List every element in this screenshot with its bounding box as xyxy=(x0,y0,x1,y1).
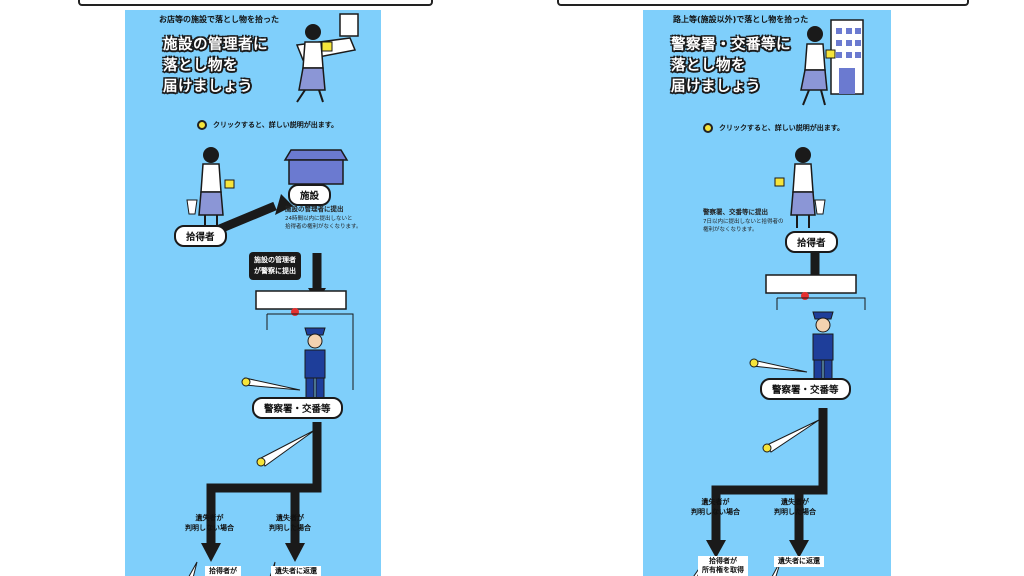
building-icon xyxy=(830,19,864,95)
arrow-head-left xyxy=(201,543,221,562)
finder-note-title: 警察署、交番等に提出 xyxy=(703,208,768,216)
finder-woman-icon xyxy=(774,147,826,228)
note-line: 7日以内に提出しないと拾得者の xyxy=(703,219,784,225)
box-line: が警察に提出 xyxy=(254,267,296,275)
arrow-police-to-right-branch xyxy=(794,485,823,542)
branch-known-owner[interactable]: 遺失者が 判明した場合 xyxy=(269,513,311,533)
hint-text: クリックすると、詳しい説明が出ます。 xyxy=(213,121,339,129)
outcome-finder-ownership[interactable]: 拾得者が 所有権を取得 xyxy=(698,556,748,576)
panel-facility-graphics xyxy=(186,13,359,576)
branch-known-owner[interactable]: 遺失者が 判明した場合 xyxy=(774,497,816,517)
finder-note-body: 7日以内に提出しないと拾得者の 権利がなくなります。 xyxy=(703,218,784,234)
node-finder[interactable]: 拾得者 xyxy=(174,225,227,247)
outcome-line: 拾得者が xyxy=(709,557,737,565)
headline-line: 施設の管理者に xyxy=(163,37,268,53)
outcome-returned[interactable]: 遺失者に返還 xyxy=(774,556,824,567)
facility-note-body: 24時間以内に提出しないと 拾得者の権利がなくなります。 xyxy=(285,215,361,231)
panel-street-hint: クリックすると、詳しい説明が出ます。 xyxy=(703,123,844,133)
branch-line: 遺失者が xyxy=(195,514,224,522)
note-line: 拾得者の権利がなくなります。 xyxy=(285,224,362,230)
woman-holding-item-icon xyxy=(295,13,359,103)
branch-line: 判明した場合 xyxy=(774,508,816,516)
police-officer-icon xyxy=(812,311,834,381)
top-frame-right xyxy=(557,0,969,6)
top-frame-left xyxy=(78,0,433,6)
arrow-police-to-left-branch xyxy=(206,422,322,545)
panel-street: 路上等(施設以外)で落とし物を拾った 警察署・交番等に 落とし物を 届けましょう… xyxy=(643,10,891,576)
node-police[interactable]: 警察署・交番等 xyxy=(252,397,343,419)
police-officer-icon xyxy=(304,327,326,401)
branch-line: 遺失者が xyxy=(701,498,730,506)
arrow-head-left xyxy=(706,540,726,558)
panel-facility: お店等の施設で落とし物を拾った 施設の管理者に 落とし物を 届けましょう クリッ… xyxy=(125,10,381,576)
branch-line: 判明しない場合 xyxy=(185,524,234,532)
note-line: 権利がなくなります。 xyxy=(703,227,758,233)
headline-line: 届けましょう xyxy=(671,79,761,95)
panel-street-caption: 路上等(施設以外)で落とし物を拾った xyxy=(673,15,809,24)
branch-line: 判明しない場合 xyxy=(691,508,740,516)
panel-facility-caption: お店等の施設で落とし物を拾った xyxy=(159,15,279,24)
counter-bar-icon xyxy=(255,290,354,390)
arrow-head-right xyxy=(285,543,305,562)
arrow-head-facility xyxy=(275,194,293,215)
building-icon xyxy=(283,149,349,185)
node-facility[interactable]: 施設 xyxy=(288,184,332,206)
headline-line: 届けましょう xyxy=(163,79,253,95)
woman-holding-item-icon xyxy=(800,26,836,106)
node-police[interactable]: 警察署・交番等 xyxy=(760,378,851,400)
outcome-finder[interactable]: 拾得者が xyxy=(205,566,241,576)
manager-submits-box[interactable]: 施設の管理者 が警察に提出 xyxy=(249,252,301,280)
box-line: 施設の管理者 xyxy=(254,256,296,264)
info-dot-icon xyxy=(703,123,713,133)
info-dot-icon xyxy=(197,120,207,130)
panel-facility-hint: クリックすると、詳しい説明が出ます。 xyxy=(197,120,338,130)
branch-line: 遺失者が xyxy=(781,498,809,506)
arrow-police-to-right-branch xyxy=(290,483,317,545)
facility-note-title: 施設の管理者に提出 xyxy=(285,205,344,213)
panel-facility-headline: 施設の管理者に 落とし物を 届けましょう xyxy=(163,35,268,98)
panel-street-graphics xyxy=(693,19,866,576)
finder-woman-icon xyxy=(186,147,235,228)
panel-street-headline: 警察署・交番等に 落とし物を 届けましょう xyxy=(671,35,791,98)
arrow-head-right xyxy=(789,540,809,558)
headline-line: 落とし物を xyxy=(671,58,746,74)
node-finder[interactable]: 拾得者 xyxy=(785,231,838,253)
counter-bar-icon xyxy=(765,274,866,310)
outcome-returned[interactable]: 遺失者に返還 xyxy=(271,566,321,576)
branch-unknown-owner[interactable]: 遺失者が 判明しない場合 xyxy=(691,497,740,517)
headline-line: 落とし物を xyxy=(163,58,238,74)
headline-line: 警察署・交番等に xyxy=(671,37,791,53)
branch-line: 遺失者が xyxy=(276,514,304,522)
branch-line: 判明した場合 xyxy=(269,524,311,532)
hint-text: クリックすると、詳しい説明が出ます。 xyxy=(719,124,845,132)
arrow-police-to-left-branch xyxy=(711,408,828,542)
outcome-line: 所有権を取得 xyxy=(702,566,744,574)
branch-unknown-owner[interactable]: 遺失者が 判明しない場合 xyxy=(185,513,234,533)
note-line: 24時間以内に提出しないと xyxy=(285,216,353,222)
